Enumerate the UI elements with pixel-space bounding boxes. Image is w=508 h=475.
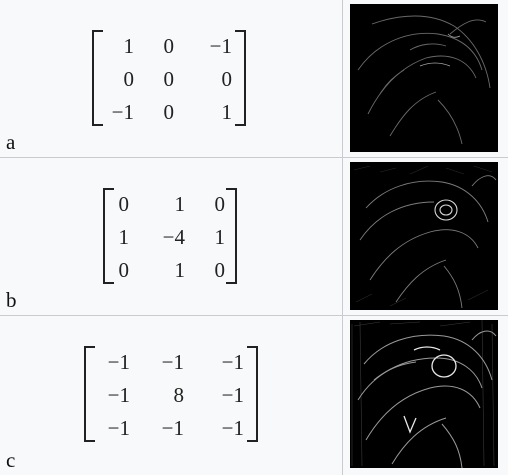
matrix-entry: 0	[221, 67, 233, 91]
row-a: 1 0 −1 0 0 0 −1 0 1 a	[0, 0, 508, 158]
left-bracket	[92, 30, 103, 126]
left-bracket	[84, 346, 95, 442]
matrix-entry: 0	[163, 34, 175, 58]
matrix-entry: 0	[118, 258, 130, 282]
matrix-entry: 1	[174, 192, 186, 216]
matrix-cell-a: 1 0 −1 0 0 0 −1 0 1 a	[0, 0, 342, 158]
matrix-cell-b: 0 1 0 1 −4 1 0 1 0 b	[0, 158, 342, 316]
matrix-entry: 1	[221, 100, 233, 124]
matrix-entry: −1	[107, 416, 130, 440]
image-cell-b	[342, 158, 508, 316]
filtered-squirrel-image-a	[350, 4, 498, 152]
matrix-entry: −1	[107, 350, 130, 374]
matrix-entry: 8	[173, 383, 185, 407]
matrix-entry: 0	[163, 100, 175, 124]
left-bracket	[103, 188, 114, 284]
matrix-entry: −1	[107, 383, 130, 407]
row-c: −1 −1 −1 −1 8 −1 −1 −1 −1 c	[0, 316, 508, 475]
matrix-entry: 0	[163, 67, 175, 91]
filtered-squirrel-image-b	[350, 162, 498, 310]
matrix-entry: 0	[123, 67, 135, 91]
right-bracket	[226, 188, 237, 284]
matrix-entry: −1	[161, 350, 184, 374]
kernel-matrix-b: 0 1 0 1 −4 1 0 1 0	[103, 188, 237, 284]
matrix-entry: 0	[214, 192, 226, 216]
image-cell-c	[342, 316, 508, 475]
matrix-entry: 1	[214, 225, 226, 249]
matrix-entry: −1	[209, 34, 232, 58]
image-cell-a	[342, 0, 508, 158]
matrix-cell-c: −1 −1 −1 −1 8 −1 −1 −1 −1 c	[0, 316, 342, 475]
matrix-entry: −1	[221, 383, 244, 407]
right-bracket	[235, 30, 246, 126]
matrix-entry: 0	[214, 258, 226, 282]
row-label-c: c	[6, 448, 16, 472]
row-label-b: b	[6, 288, 17, 312]
row-label-a: a	[6, 130, 16, 154]
matrix-entry: 1	[118, 225, 130, 249]
matrix-entry: 1	[123, 34, 135, 58]
matrix-entry: 1	[174, 258, 186, 282]
row-b: 0 1 0 1 −4 1 0 1 0 b	[0, 158, 508, 316]
matrix-entry: −4	[162, 225, 185, 249]
right-bracket	[247, 346, 258, 442]
matrix-entry: −1	[161, 416, 184, 440]
matrix-entry: −1	[221, 416, 244, 440]
filtered-squirrel-image-c	[350, 320, 498, 468]
kernel-matrix-c: −1 −1 −1 −1 8 −1 −1 −1 −1	[84, 346, 258, 442]
kernel-matrix-a: 1 0 −1 0 0 0 −1 0 1	[92, 30, 246, 126]
matrix-entry: 0	[118, 192, 130, 216]
matrix-entry: −1	[111, 100, 134, 124]
matrix-entry: −1	[221, 350, 244, 374]
